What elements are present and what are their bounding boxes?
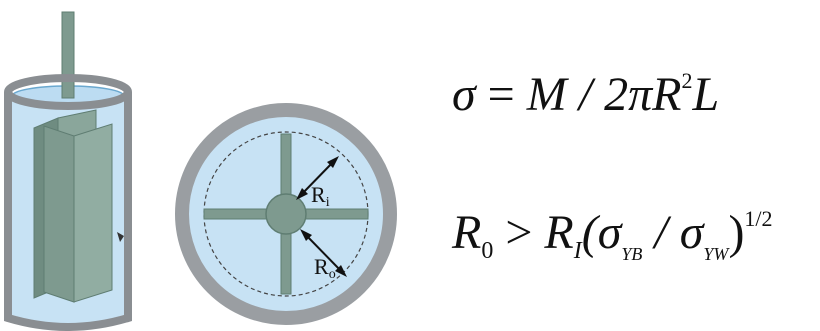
eq2-lhs: R <box>452 206 482 259</box>
inner-radius-label: Ri <box>311 182 330 210</box>
vane-cup-side-view <box>4 11 132 331</box>
eq2-rel: > <box>493 206 545 259</box>
inner-radius-arrow <box>296 156 339 200</box>
eq2-open: (σ <box>581 206 622 259</box>
eq1-lhs: σ <box>452 68 476 121</box>
eq2-sub-yw: YW <box>703 244 729 264</box>
eq2-close: ) <box>728 206 745 259</box>
outer-radius-arrow <box>300 229 347 277</box>
vane-blade-right <box>73 123 113 303</box>
eq2-lhs-sub: 0 <box>481 238 494 264</box>
eq2-rhs-sub: I <box>573 238 582 264</box>
eq1-exponent: 2 <box>681 68 693 93</box>
vane-blade-front <box>43 125 75 303</box>
eq2-sub-yb: YB <box>621 244 643 264</box>
outer-radius-label: Ro <box>314 254 336 282</box>
vane-hub <box>265 193 307 235</box>
eq1-rhs-end: L <box>692 68 720 121</box>
eq1-rel: = <box>475 68 527 121</box>
eq2-rhs: R <box>544 206 574 259</box>
yield-stress-equation: σ = M / 2πR2L <box>452 70 719 119</box>
radius-condition-equation: R0 > RI(σYB / σYW)1/2 <box>452 206 773 264</box>
eq2-exponent: 1/2 <box>744 206 773 231</box>
cup-wall <box>4 92 132 331</box>
eq2-slash: / σ <box>642 206 704 259</box>
cup-mark <box>117 232 124 242</box>
eq1-rhs: M / 2πR <box>526 68 682 121</box>
cup-rim <box>4 74 132 110</box>
vane-top-view: Ri Ro <box>175 103 397 325</box>
